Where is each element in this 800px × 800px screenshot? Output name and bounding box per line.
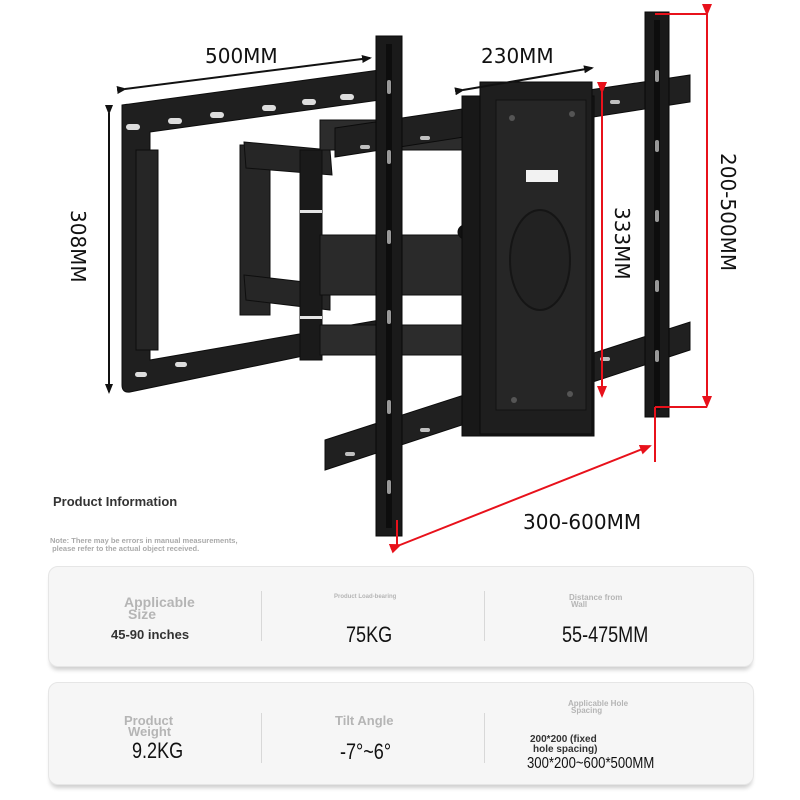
distance-from-wall-label: Distance from Wall [569,593,623,609]
dimension-horizontal-spacing: 300-600MM [523,510,642,534]
center-plate [461,81,595,437]
label-line-2: Weight [128,724,172,740]
dimension-lines [105,55,594,394]
applicable-size-value: 45-90 inches [111,627,190,642]
label-line-2: Wall [571,599,588,609]
hole-spacing-label: Applicable Hole Spacing [568,699,629,715]
divider [484,713,485,763]
label-line-2: Size [128,605,157,622]
hole-spacing-fixed-note: 200*200 (fixed hole spacing) [530,735,597,754]
label-line-1: Applicable Hole [568,699,629,708]
red-dimension-lines [388,4,712,554]
wall-plate [121,69,381,393]
spec-tilt-angle: Tilt Angle -7°~6° [262,683,484,784]
label-line-1: Distance from [569,593,623,602]
applicable-size-label: Applicable Size [124,594,195,622]
distance-from-wall-value: 55-475MM [562,622,649,647]
dimension-plate-width: 230MM [481,44,554,68]
spec-distance-from-wall: Distance from Wall 55-475MM [485,567,755,666]
note-line-2: please refer to the actual object receiv… [50,544,200,553]
spec-hole-spacing: Applicable Hole Spacing 200*200 (fixed h… [485,683,755,784]
measurement-note: Note: There may be errors in manual meas… [50,537,238,553]
load-bearing-label: Product Load-bearing [334,594,397,600]
load-bearing-value: 75KG [346,622,393,647]
divider [261,591,262,641]
label-line-1: Applicable [124,594,195,610]
product-weight-label: Product Weight [124,713,174,740]
dimension-plate-height: 333MM [610,207,634,280]
divider [261,713,262,763]
spec-applicable-size: Applicable Size 45-90 inches [49,567,261,666]
note-line-1: Note: There may be errors in manual meas… [50,536,238,545]
label-line-1: Product [124,713,174,728]
dimension-wall-plate-height: 308MM [66,210,90,283]
product-weight-value: 9.2KG [132,738,184,763]
wall-mount-product-image [105,4,712,554]
label-line-2: Spacing [571,705,603,715]
fixed-note-line-1: 200*200 (fixed [530,734,597,745]
spec-product-weight: Product Weight 9.2KG [49,683,261,784]
product-information-title: Product Information [53,494,178,509]
fixed-note-line-2: hole spacing) [533,743,598,755]
hole-spacing-value: 300*200~600*500MM [527,755,655,772]
spec-card-1: Applicable Size 45-90 inches Product Loa… [48,566,754,667]
tilt-angle-value: -7°~6° [340,739,392,764]
spec-card-2: Product Weight 9.2KG Tilt Angle -7°~6° A… [48,682,754,785]
divider [484,591,485,641]
spec-load-bearing: Product Load-bearing 75KG [262,567,484,666]
dimension-vertical-spacing: 200-500MM [716,153,740,272]
dimension-arm-width: 500MM [205,44,278,68]
tilt-angle-label: Tilt Angle [335,713,394,728]
